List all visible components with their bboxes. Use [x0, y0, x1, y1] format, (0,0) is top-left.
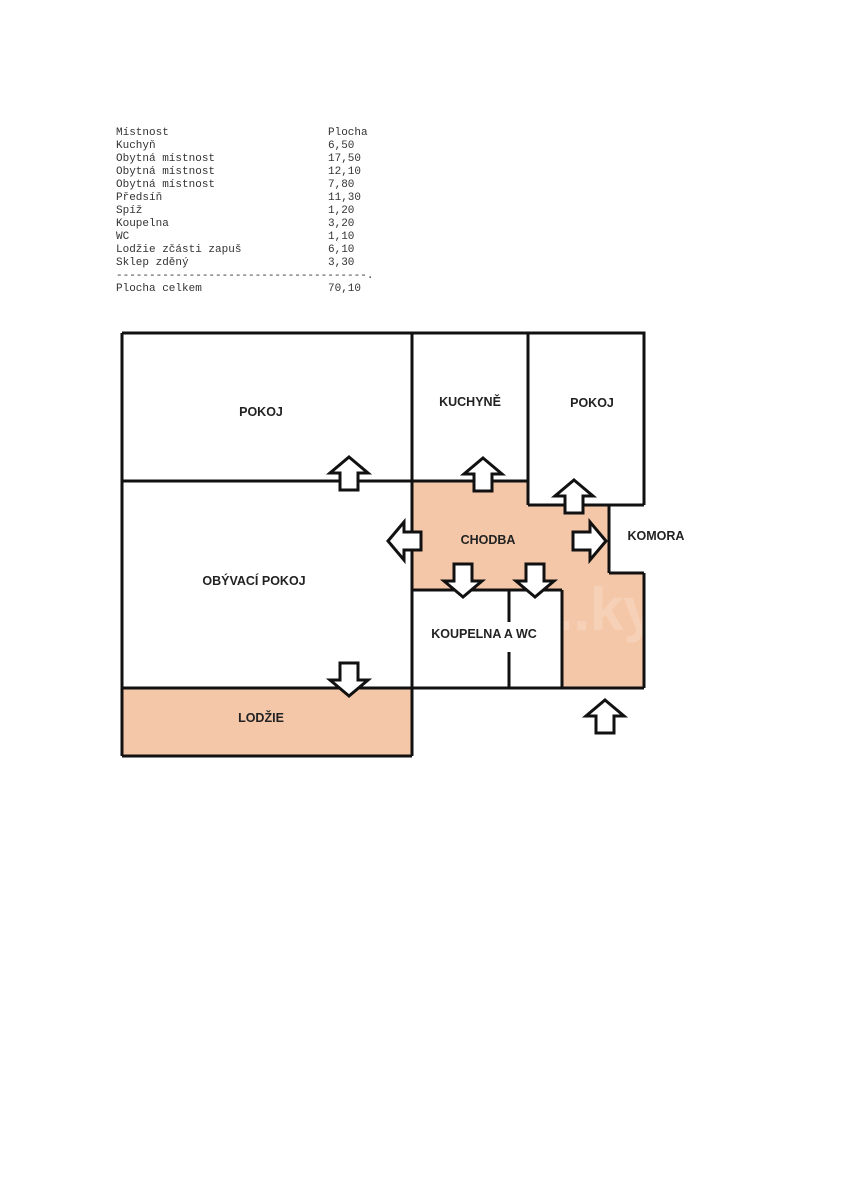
area-table: Místnost Plocha Kuchyň 6,50 Obytná místno… [116, 127, 388, 296]
area-row: Spíž 1,20 [116, 205, 388, 218]
room-name: WC [116, 231, 130, 243]
area-row: Obytná místnost 12,10 [116, 166, 388, 179]
watermark: ...ky [540, 576, 657, 643]
area-row: Obytná místnost 17,50 [116, 153, 388, 166]
room-name: Předsíň [116, 192, 163, 204]
room-lodzie [122, 688, 412, 756]
label-pokoj-right: POKOJ [570, 396, 614, 410]
walls [120, 331, 646, 758]
room-area: 17,50 [328, 153, 362, 165]
area-row: Obytná místnost 7,80 [116, 179, 388, 192]
label-komora: KOMORA [628, 529, 685, 543]
total-label: Plocha celkem [116, 283, 202, 295]
area-row: Kuchyň 6,50 [116, 140, 388, 153]
label-koupelna-wc: KOUPELNA A WC [431, 627, 537, 641]
room-koupelna-wc [412, 590, 562, 688]
room-pokoj-left [122, 333, 412, 481]
room-area: 6,10 [328, 244, 355, 256]
area-row: WC 1,10 [116, 231, 388, 244]
room-area: 7,80 [328, 179, 355, 191]
room-name: Kuchyň [116, 140, 156, 152]
room-name: Koupelna [116, 218, 169, 230]
area-row: Sklep zděný 3,30 [116, 257, 388, 270]
room-area: 3,20 [328, 218, 355, 230]
room-name: Sklep zděný [116, 257, 189, 269]
room-area: 3,30 [328, 257, 355, 269]
room-area: 11,30 [328, 192, 362, 204]
entrance-arrow-icon [584, 698, 626, 735]
label-chodba: CHODBA [461, 533, 516, 547]
area-row: Koupelna 3,20 [116, 218, 388, 231]
label-lodzie: LODŽIE [238, 710, 284, 725]
room-name: Lodžie zčásti zapuš [116, 244, 242, 256]
header-area: Plocha [328, 127, 368, 139]
room-area: 1,20 [328, 205, 355, 217]
area-row: Lodžie zčásti zapuš 6,10 [116, 244, 388, 257]
room-pokoj-right [528, 333, 644, 505]
room-fills [122, 333, 644, 756]
area-table-header: Místnost Plocha [116, 127, 388, 140]
room-komora [609, 505, 644, 573]
room-name: Obytná místnost [116, 166, 216, 178]
room-area: 12,10 [328, 166, 362, 178]
label-kuchyne: KUCHYNĚ [439, 394, 501, 409]
room-obyvaci-pokoj [122, 481, 412, 688]
room-area: 6,50 [328, 140, 355, 152]
label-pokoj-left: POKOJ [239, 405, 283, 419]
room-name: Spíž [116, 205, 143, 217]
room-labels: POKOJ KUCHYNĚ POKOJ CHODBA KOMORA OBÝVAC… [202, 394, 684, 725]
header-room: Místnost [116, 127, 169, 139]
area-row: Předsíň 11,30 [116, 192, 388, 205]
room-name: Obytná místnost [116, 179, 216, 191]
room-area: 1,10 [328, 231, 355, 243]
table-separator: --------------------------------------. [116, 270, 374, 282]
total-value: 70,10 [328, 283, 362, 295]
label-obyvaci-pokoj: OBÝVACÍ POKOJ [202, 573, 305, 588]
area-total-row: Plocha celkem 70,10 [116, 283, 388, 296]
room-kuchyne [412, 333, 528, 481]
room-name: Obytná místnost [116, 153, 216, 165]
